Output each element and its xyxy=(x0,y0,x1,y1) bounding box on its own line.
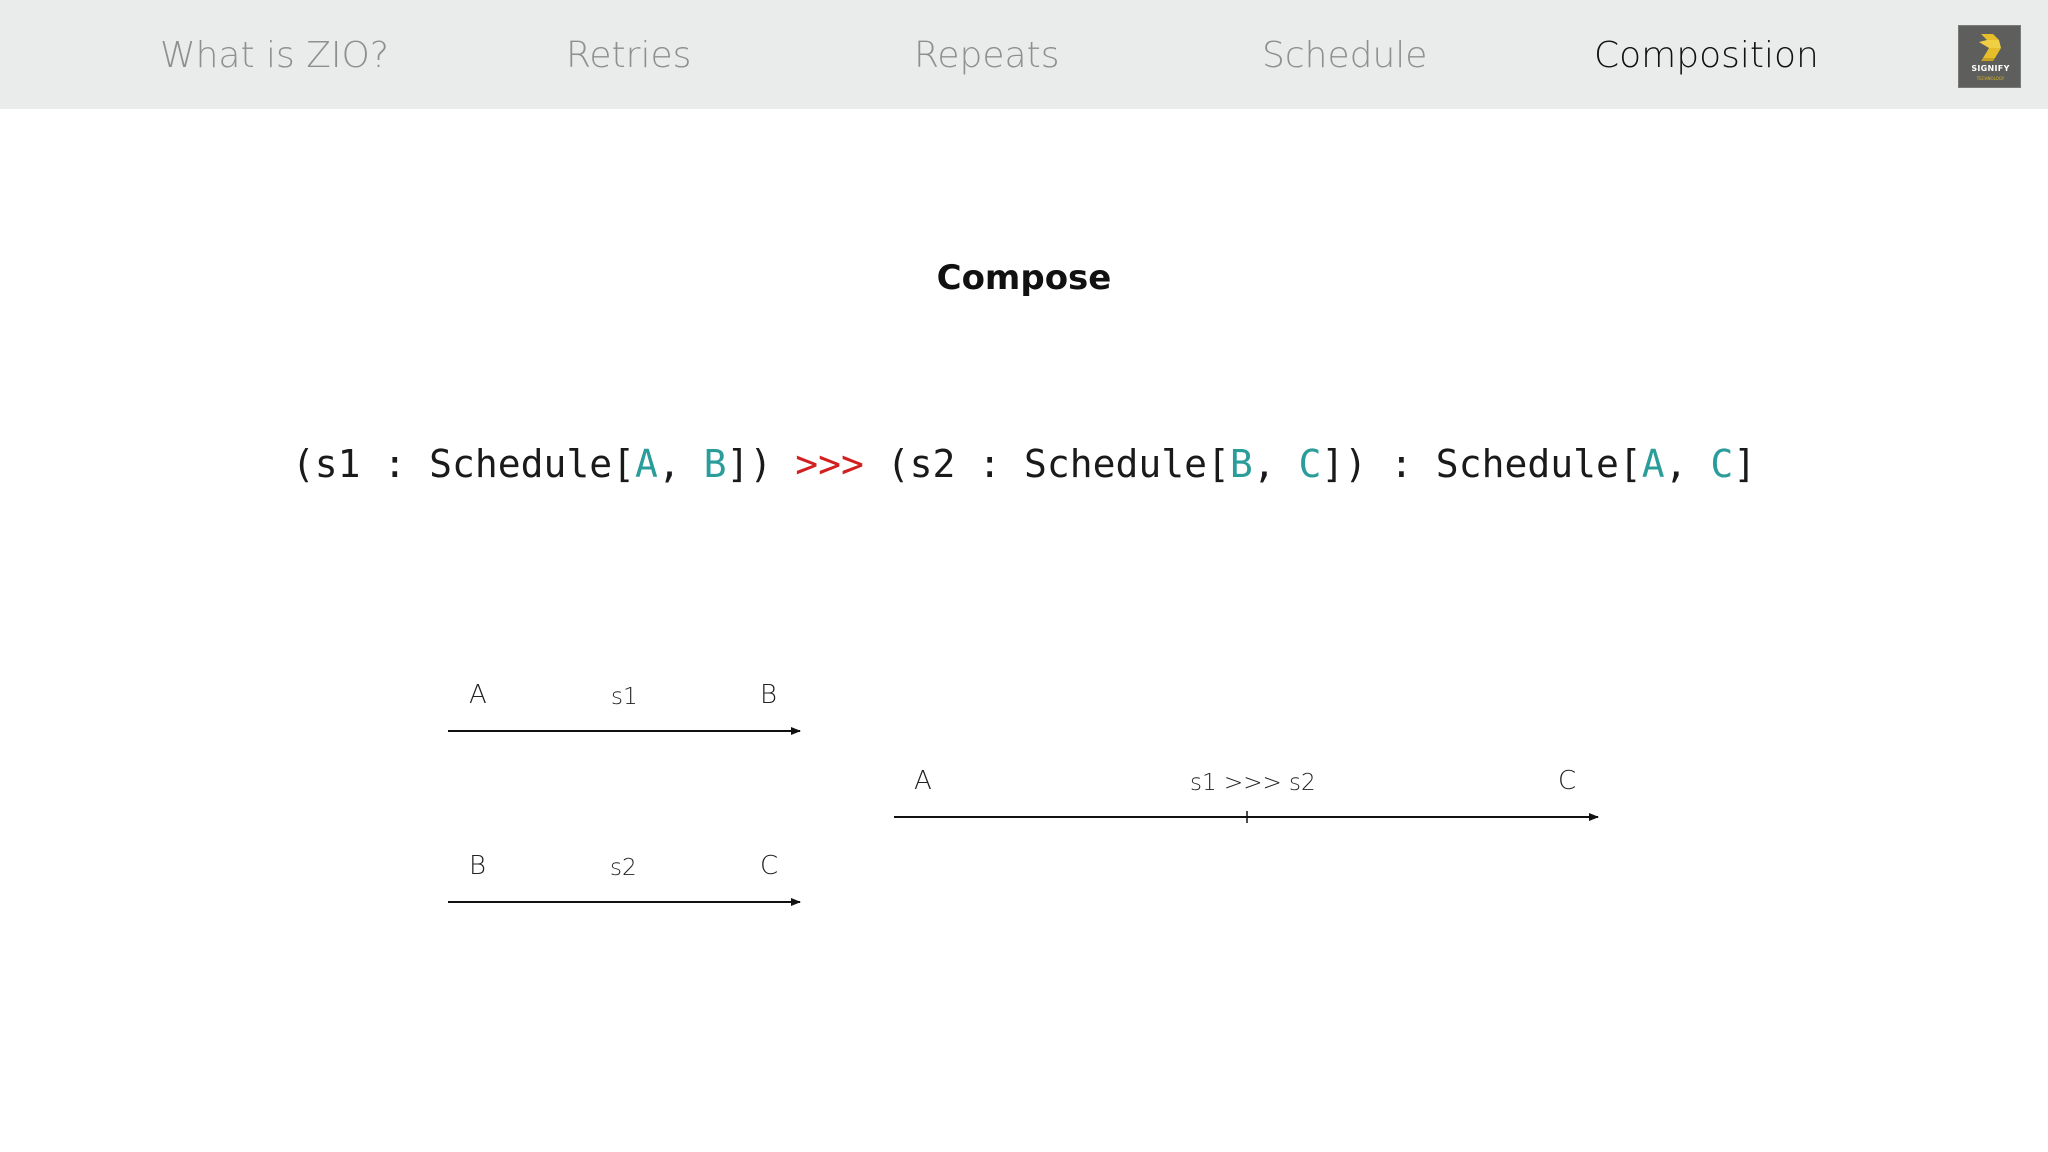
composed-input-label: A xyxy=(914,766,932,796)
composed-name-label: s1 >>> s2 xyxy=(1190,770,1316,796)
s1-output-label: B xyxy=(760,680,778,710)
tab-retries[interactable]: Retries xyxy=(566,35,692,76)
s2-output-label: C xyxy=(760,851,779,881)
tab-what-is-zio[interactable]: What is ZIO? xyxy=(160,35,389,76)
code-type-param: A xyxy=(1641,442,1665,486)
code-type-param: C xyxy=(1710,442,1734,486)
s1-name-label: s1 xyxy=(611,684,638,710)
s2-input-label: B xyxy=(469,851,487,881)
signify-logo-icon: SIGNIFY TECHNOLOGY xyxy=(1958,25,2021,88)
top-navigation-bar: What is ZIO? Retries Repeats Schedule Co… xyxy=(0,0,2048,109)
code-comma: , xyxy=(1664,442,1711,486)
s1-input-label: A xyxy=(469,680,487,710)
logo-mark-icon xyxy=(1979,34,2001,61)
code-comma: , xyxy=(657,442,704,486)
code-type-param: B xyxy=(1229,442,1253,486)
slide-title: Compose xyxy=(936,258,1112,298)
tab-repeats[interactable]: Repeats xyxy=(914,35,1060,76)
logo-text: SIGNIFY xyxy=(1971,64,2010,73)
code-comma: , xyxy=(1252,442,1299,486)
s2-name-label: s2 xyxy=(610,855,637,881)
compose-signature-code: (s1 : Schedule[A, B]) >>> (s2 : Schedule… xyxy=(0,442,2048,486)
tab-composition[interactable]: Composition xyxy=(1594,35,1819,76)
code-type-param: C xyxy=(1298,442,1322,486)
code-compose-operator: >>> xyxy=(795,442,864,486)
code-s2-close: ]) : Schedule[ xyxy=(1321,442,1642,486)
tab-schedule[interactable]: Schedule xyxy=(1262,35,1428,76)
code-type-param: A xyxy=(635,442,658,486)
logo-subtext: TECHNOLOGY xyxy=(1976,76,2005,81)
code-result-close: ] xyxy=(1733,442,1757,486)
composed-output-label: C xyxy=(1558,766,1577,796)
code-type-param: B xyxy=(703,442,727,486)
code-s1-close: ]) xyxy=(726,442,796,486)
code-s2-open: (s2 : Schedule[ xyxy=(863,442,1230,486)
code-s1-open: (s1 : Schedule[ xyxy=(291,442,635,486)
